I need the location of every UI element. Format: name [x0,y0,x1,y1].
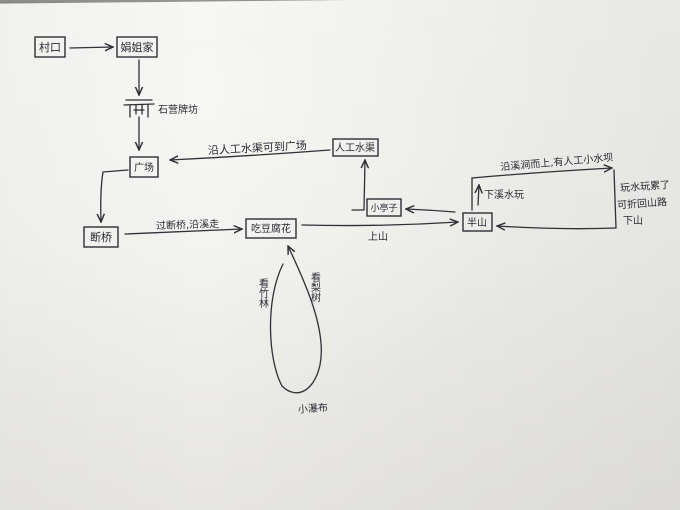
node-halfway-label: 半山 [467,216,487,229]
arrow-halfway-to-pavilion [406,209,456,212]
arrow-square-to-bridge [101,169,129,222]
node-village: 村口 [34,36,66,58]
arrow-go-down-stream [478,185,479,206]
arrow-pavilion-to-channel [351,160,365,211]
node-bridge-label: 断桥 [90,230,112,244]
arrow-along-stream [471,168,612,179]
pear-label: 看梨树 [309,271,321,303]
along-stream-label: 沿溪涧而上,有人工小水坝 [500,151,614,174]
play-tired-note: 玩水玩累了 可折回山路 下山 [617,179,671,227]
loop-waterfall [269,246,322,394]
bamboo-label: 看竹林 [257,277,269,309]
archway-label: 石营牌坊 [158,103,198,116]
node-village-label: 村口 [39,40,61,54]
play-tired-line-3: 下山 [623,215,643,227]
archway-icon [123,99,155,118]
cross-bridge-label: 过断桥,沿溪走 [156,217,220,232]
arrow-channel-to-square [170,149,331,160]
arrow-back-to-halfway [497,226,617,229]
waterfall-label: 小瀑布 [298,402,329,416]
node-tofu-label: 吃豆腐花 [251,222,291,235]
play-tired-line-1: 玩水玩累了 [620,179,671,194]
arrow-up-mountain [301,222,458,226]
node-pavilion-label: 小亭子 [370,202,397,214]
node-channel-label: 人工水渠 [335,142,375,154]
node-square-label: 广场 [134,161,154,174]
line-stream-down [613,169,617,229]
node-tofu: 吃豆腐花 [245,218,297,239]
arrow-bridge-to-tofu [124,229,242,235]
play-tired-line-2: 可折回山路 [617,195,668,211]
go-down-label: 下溪水玩 [484,189,524,201]
node-channel: 人工水渠 [332,138,379,157]
along-channel-label: 沿人工水渠可到广场 [208,138,308,157]
node-halfway: 半山 [462,212,493,232]
node-pavilion: 小亭子 [366,198,402,217]
node-square: 广场 [129,156,159,178]
node-house: 娟姐家 [116,36,158,58]
up-mountain-label: 上山 [368,231,388,243]
arrow-village-to-house [69,47,113,48]
node-house-label: 娟姐家 [121,40,154,54]
node-bridge: 断桥 [83,226,119,248]
